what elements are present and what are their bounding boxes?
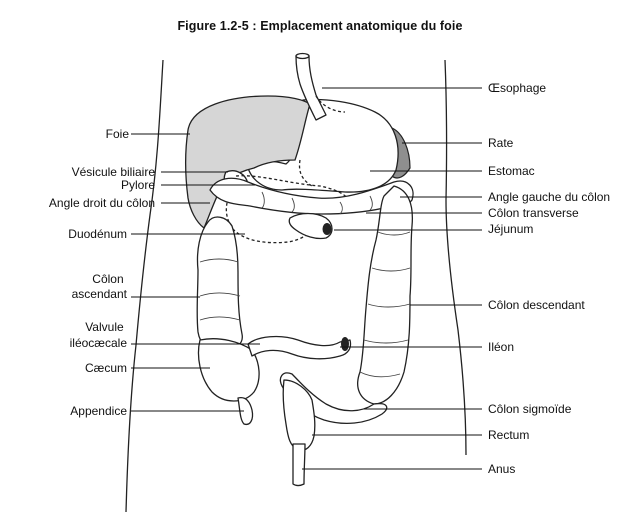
label-rate: Rate — [488, 136, 514, 150]
label-appendice: Appendice — [70, 404, 127, 418]
descending-colon-haustra — [359, 231, 411, 378]
esophagus-opening — [295, 52, 310, 60]
label-estomac: Estomac — [488, 164, 535, 178]
label-colon-descendant: Côlon descendant — [488, 298, 585, 312]
appendix — [237, 396, 254, 426]
ileum-lumen — [341, 337, 349, 351]
label-angle-gauche: Angle gauche du côlon — [488, 190, 610, 204]
label-oesophage: Œsophage — [488, 81, 546, 95]
anal-canal — [292, 443, 306, 487]
label-colon-sigmoide: Côlon sigmoïde — [488, 402, 572, 416]
label-colon-ascendant: Côlon ascendant — [72, 272, 128, 301]
label-pylore: Pylore — [121, 178, 155, 192]
label-angle-droit: Angle droit du côlon — [49, 196, 155, 210]
ascending-colon — [196, 216, 243, 351]
label-rectum: Rectum — [488, 428, 529, 442]
transverse-colon — [209, 177, 414, 215]
stomach — [247, 98, 399, 193]
label-colon-transverse: Côlon transverse — [488, 206, 579, 220]
label-caecum: Cæcum — [85, 361, 127, 375]
rectum — [282, 379, 316, 452]
esophagus — [295, 55, 327, 121]
label-duodenum: Duodénum — [68, 227, 127, 241]
body-outline-right — [444, 59, 467, 456]
label-jejunum: Jéjunum — [488, 222, 533, 236]
ileum — [247, 335, 352, 360]
label-ileon: Iléon — [488, 340, 514, 354]
descending-colon — [357, 185, 414, 405]
ascending-colon-haustra — [199, 258, 241, 321]
jejunum-lumen — [322, 223, 332, 235]
figure-title: Figure 1.2-5 : Emplacement anatomique du… — [177, 19, 463, 33]
body-outline-left — [125, 59, 164, 513]
label-anus: Anus — [488, 462, 515, 476]
label-vesicule: Vésicule biliaire — [72, 165, 156, 179]
jejunum — [288, 212, 333, 240]
label-valvule: Valvule iléocæcale — [70, 320, 128, 350]
label-foie: Foie — [106, 127, 130, 141]
transverse-colon-haustra — [261, 191, 373, 215]
